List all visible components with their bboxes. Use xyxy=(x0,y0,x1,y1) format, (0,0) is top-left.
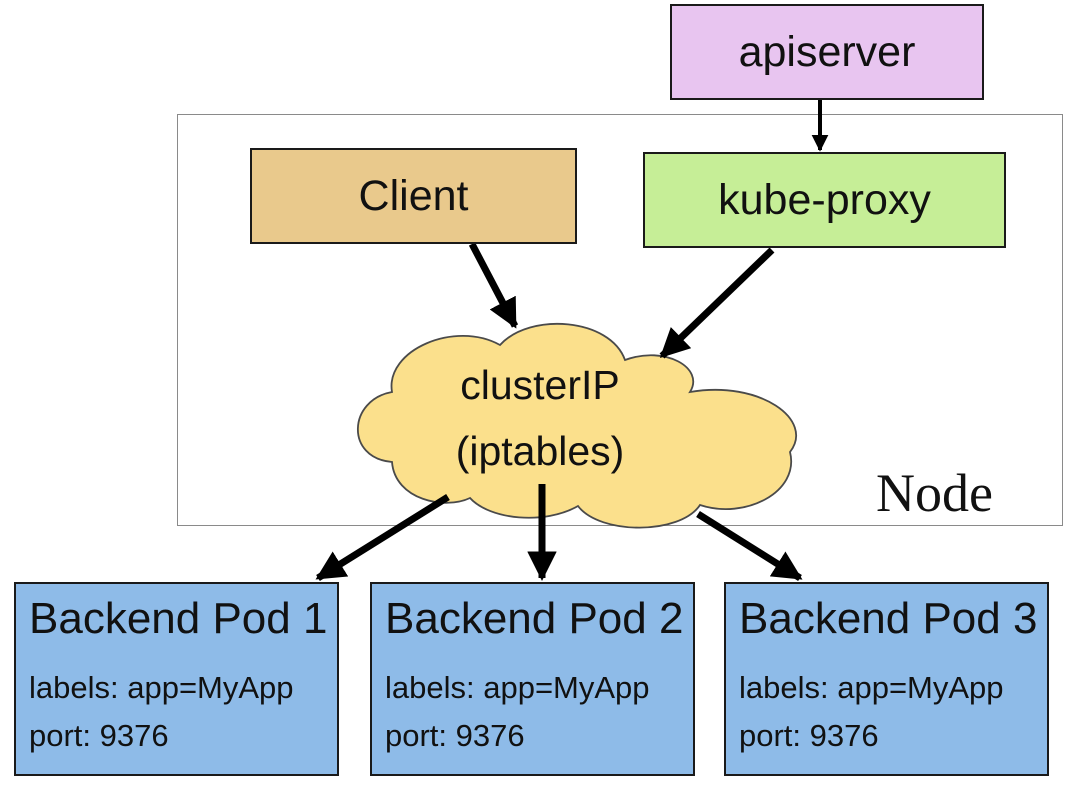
kube-proxy-box: kube-proxy xyxy=(643,152,1006,248)
client-label: Client xyxy=(358,171,469,220)
edge-clusterip-pod-1 xyxy=(315,494,450,581)
pod-labels: labels: app=MyApp xyxy=(739,670,1004,705)
backend-pod-2: Backend Pod 2 labels: app=MyApp port: 93… xyxy=(370,582,695,776)
apiserver-label: apiserver xyxy=(738,27,916,76)
cluster-ip-label: clusterIP xyxy=(460,362,620,408)
client-box: Client xyxy=(250,148,577,244)
backend-pod-1: Backend Pod 1 labels: app=MyApp port: 93… xyxy=(14,582,339,776)
pod-port: port: 9376 xyxy=(29,718,169,753)
pod-labels: labels: app=MyApp xyxy=(29,670,294,705)
backend-pod-3: Backend Pod 3 labels: app=MyApp port: 93… xyxy=(724,582,1049,776)
cluster-ip-cloud xyxy=(357,322,797,529)
pod-port: port: 9376 xyxy=(385,718,525,753)
edge-kube-proxy-clusterip xyxy=(659,247,775,359)
pod-port: port: 9376 xyxy=(739,718,879,753)
kube-proxy-label: kube-proxy xyxy=(718,175,931,224)
edge-client-clusterip xyxy=(468,242,519,329)
iptables-label: (iptables) xyxy=(455,428,625,474)
apiserver-box: apiserver xyxy=(670,4,984,100)
pod-title: Backend Pod 3 xyxy=(739,594,1038,643)
edge-clusterip-pod-3 xyxy=(696,511,803,581)
pod-labels: labels: app=MyApp xyxy=(385,670,650,705)
pod-title: Backend Pod 2 xyxy=(385,594,684,643)
node-label: Node xyxy=(876,463,993,523)
pod-title: Backend Pod 1 xyxy=(29,594,328,643)
